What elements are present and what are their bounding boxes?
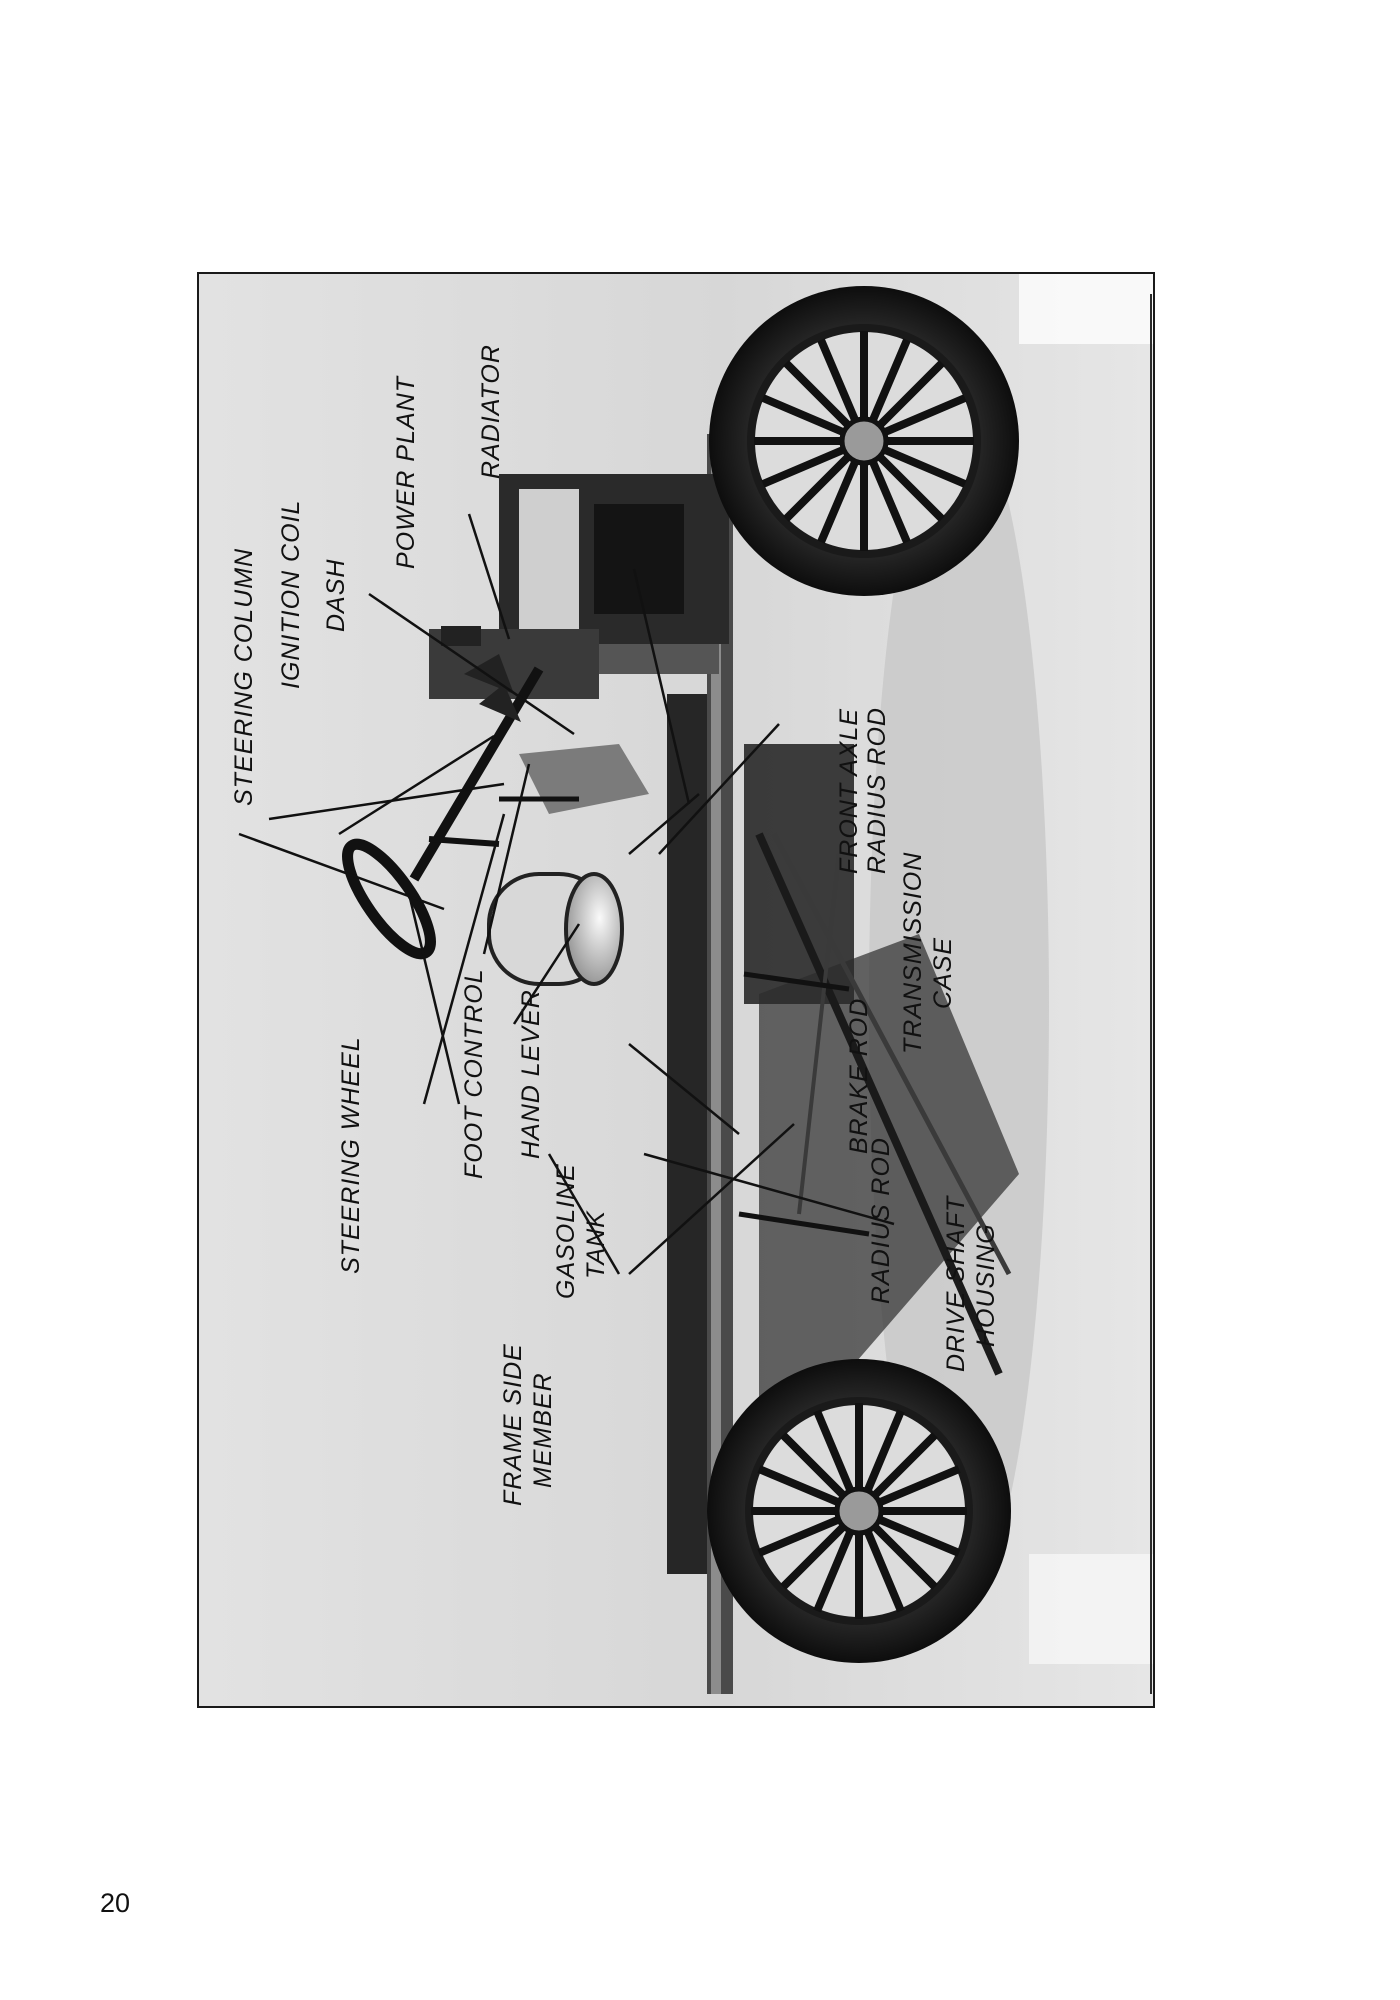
label-gasoline-tank-line2: TANK: [582, 1210, 610, 1279]
label-frame-side-member-line1: FRAME SIDE: [499, 1343, 527, 1506]
label-transmission-case-line2: CASE: [929, 937, 957, 1009]
label-steering-wheel: STEERING WHEEL: [337, 1036, 365, 1274]
label-transmission-case: TRANSMISSION CASE: [899, 844, 957, 1054]
label-radiator: RADIATOR: [477, 344, 505, 479]
label-hand-lever: HAND LEVER: [517, 989, 545, 1159]
chassis-shadow: [869, 404, 1049, 1604]
label-drive-shaft-housing-line2: HOUSING: [972, 1223, 1000, 1347]
label-brake-rod: BRAKE ROD: [845, 998, 873, 1154]
label-power-plant: POWER PLANT: [392, 375, 420, 569]
transmission-case: [519, 744, 649, 814]
gasoline-tank: [487, 872, 624, 986]
chassis-illustration: STEERING COLUMN IGNITION COIL DASH POWER…: [230, 274, 1153, 1694]
scan-blemish: [1019, 274, 1153, 344]
label-frame-side-member: FRAME SIDE MEMBER: [499, 1335, 557, 1506]
label-dash: DASH: [322, 559, 350, 632]
label-radius-rod: RADIUS ROD: [867, 1137, 895, 1304]
label-front-axle-radius-rod-line1: FRONT AXLE: [835, 708, 863, 874]
label-foot-control: FOOT CONTROL: [460, 968, 488, 1179]
front-wheel: [709, 286, 1019, 596]
chassis-photo-plate: STEERING COLUMN IGNITION COIL DASH POWER…: [197, 272, 1155, 1708]
label-front-axle-radius-rod: FRONT AXLE RADIUS ROD: [835, 700, 891, 874]
label-ignition-coil: IGNITION COIL: [277, 500, 305, 689]
leader-lines: [238, 513, 895, 1275]
chassis-frame: [667, 434, 1019, 1694]
label-gasoline-tank-line1: GASOLINE: [552, 1163, 580, 1299]
label-transmission-case-line1: TRANSMISSION: [899, 852, 927, 1054]
scan-blemish: [1029, 1554, 1153, 1664]
label-front-axle-radius-rod-line2: RADIUS ROD: [863, 707, 891, 874]
page-number: 20: [100, 1888, 131, 1918]
label-frame-side-member-line2: MEMBER: [529, 1372, 557, 1488]
label-drive-shaft-housing: DRIVE SHAFT HOUSING: [942, 1188, 1000, 1372]
label-gasoline-tank: GASOLINE TANK: [552, 1155, 610, 1299]
label-steering-column: STEERING COLUMN: [230, 548, 258, 806]
rear-wheel: [707, 1359, 1011, 1663]
steering-assembly: [342, 666, 544, 960]
figure-labels: STEERING COLUMN IGNITION COIL DASH POWER…: [230, 344, 1000, 1506]
label-drive-shaft-housing-line1: DRIVE SHAFT: [942, 1195, 970, 1372]
